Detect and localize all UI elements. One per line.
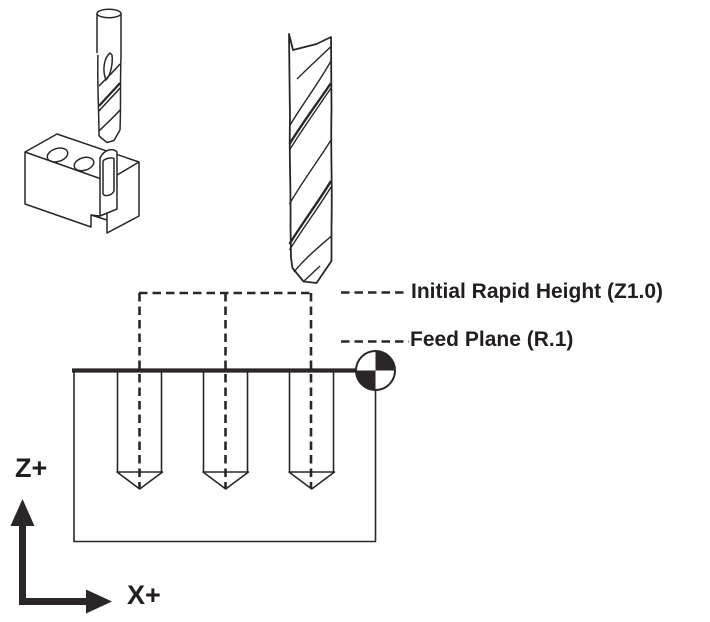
large-drill-icon bbox=[288, 33, 333, 284]
dashed-plane-lines bbox=[138, 291, 409, 488]
workpiece-outline bbox=[73, 370, 377, 543]
drilled-hole bbox=[202, 372, 250, 490]
work-origin-icon bbox=[355, 350, 396, 391]
initial-rapid-height-label: Initial Rapid Height (Z1.0) bbox=[411, 280, 664, 303]
axis-arrows-icon bbox=[10, 499, 112, 614]
z-axis-label: Z+ bbox=[15, 453, 48, 483]
drilled-hole bbox=[288, 372, 336, 490]
workpiece-block-icon bbox=[24, 133, 140, 234]
x-axis-label: X+ bbox=[127, 580, 161, 610]
drilled-hole bbox=[116, 372, 164, 490]
workpiece-cross-section bbox=[72, 368, 377, 543]
feed-plane-label: Feed Plane (R.1) bbox=[410, 328, 574, 351]
small-drill-icon bbox=[96, 8, 122, 144]
